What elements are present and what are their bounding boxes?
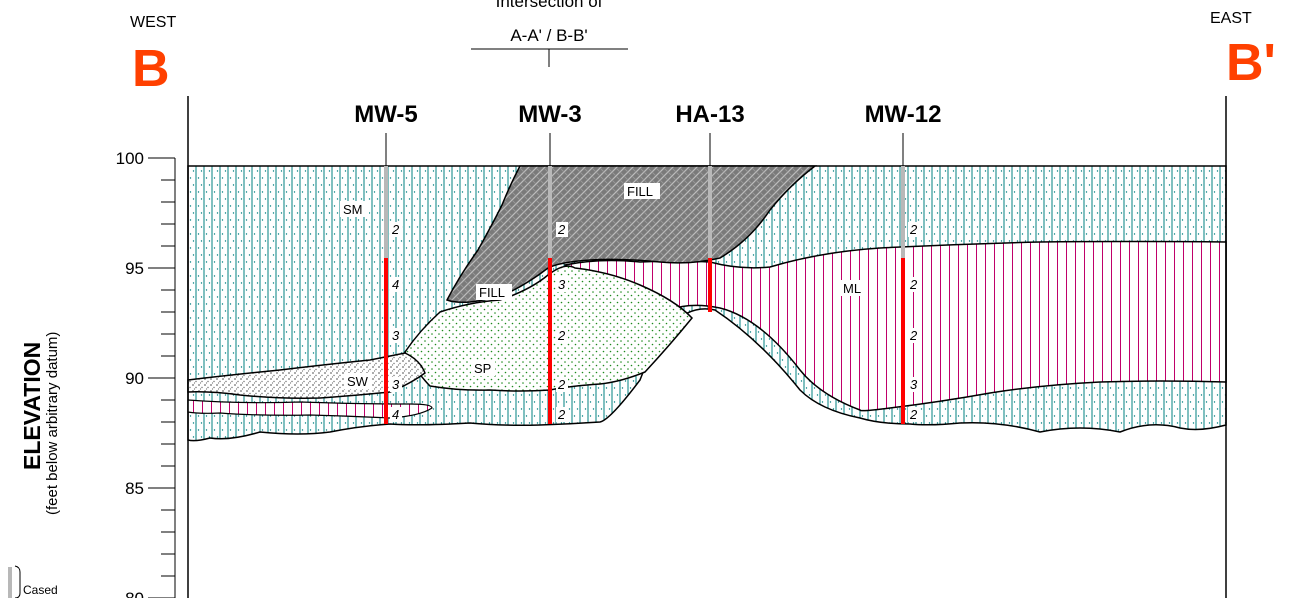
- layer-fill: [445, 165, 818, 303]
- y-axis-title: ELEVATION: [19, 342, 45, 470]
- sample-mw5-2: 4: [392, 277, 399, 292]
- well-label-mw3: MW-3: [518, 101, 582, 128]
- well-label-ha13: HA-13: [675, 101, 744, 128]
- sample-mw5-3: 3: [392, 328, 400, 343]
- unit-label-sm: SM: [343, 202, 363, 217]
- intersection-label-line1: Intersection of: [496, 0, 603, 11]
- sample-mw5-4: 3: [392, 377, 400, 392]
- legend-cased-bracket: [14, 565, 21, 599]
- intersection-label-line2: A-A' / B-B': [510, 26, 587, 45]
- sample-mw5-1: 2: [391, 222, 400, 237]
- sample-mw12-2: 2: [909, 277, 918, 292]
- east-section-label: B': [1226, 34, 1276, 92]
- sample-mw12-1: 2: [909, 222, 918, 237]
- unit-label-fill-lower: FILL: [479, 285, 505, 300]
- well-label-mw12: MW-12: [865, 101, 942, 128]
- east-direction-label: EAST: [1210, 10, 1252, 27]
- y-axis-tick-label: 85: [125, 479, 144, 498]
- sample-mw3-5: 2: [557, 407, 566, 422]
- layer-ml: [563, 240, 1227, 412]
- unit-label-sp: SP: [474, 361, 491, 376]
- sample-mw5-5: 4: [392, 407, 399, 422]
- unit-label-ml: ML: [843, 281, 861, 296]
- y-axis-tick-label: 80: [125, 589, 144, 598]
- sample-mw3-4: 2: [557, 377, 566, 392]
- west-section-label: B: [132, 40, 170, 98]
- y-axis-tick-label: 95: [125, 259, 144, 278]
- sample-mw3-3: 2: [557, 328, 566, 343]
- y-axis: 100 95 90 85 80: [116, 149, 176, 603]
- sample-values: 2 4 3 3 4 2 3 2 2 2 2 2 2 3 2: [390, 222, 920, 422]
- unit-labels: SM FILL FILL SP SW ML: [340, 183, 864, 389]
- sample-mw12-4: 3: [910, 377, 918, 392]
- unit-label-sw: SW: [347, 374, 369, 389]
- sample-mw3-1: 2: [557, 222, 566, 237]
- west-direction-label: WEST: [130, 14, 176, 31]
- legend-cased-label: Cased: [23, 583, 58, 597]
- y-axis-tick-label: 100: [116, 149, 144, 168]
- y-axis-subtitle: (feet below arbitrary datum): [44, 332, 61, 515]
- y-axis-tick-label: 90: [125, 369, 144, 388]
- sample-mw3-2: 3: [558, 277, 566, 292]
- legend-cased: Cased: [8, 565, 58, 599]
- well-label-mw5: MW-5: [354, 101, 418, 128]
- unit-label-fill-top: FILL: [627, 184, 653, 199]
- sample-mw12-5: 2: [909, 407, 918, 422]
- wells: MW-5 MW-3 HA-13 MW-12: [354, 101, 941, 424]
- sample-mw12-3: 2: [909, 328, 918, 343]
- layer-ml-lens: [187, 399, 433, 419]
